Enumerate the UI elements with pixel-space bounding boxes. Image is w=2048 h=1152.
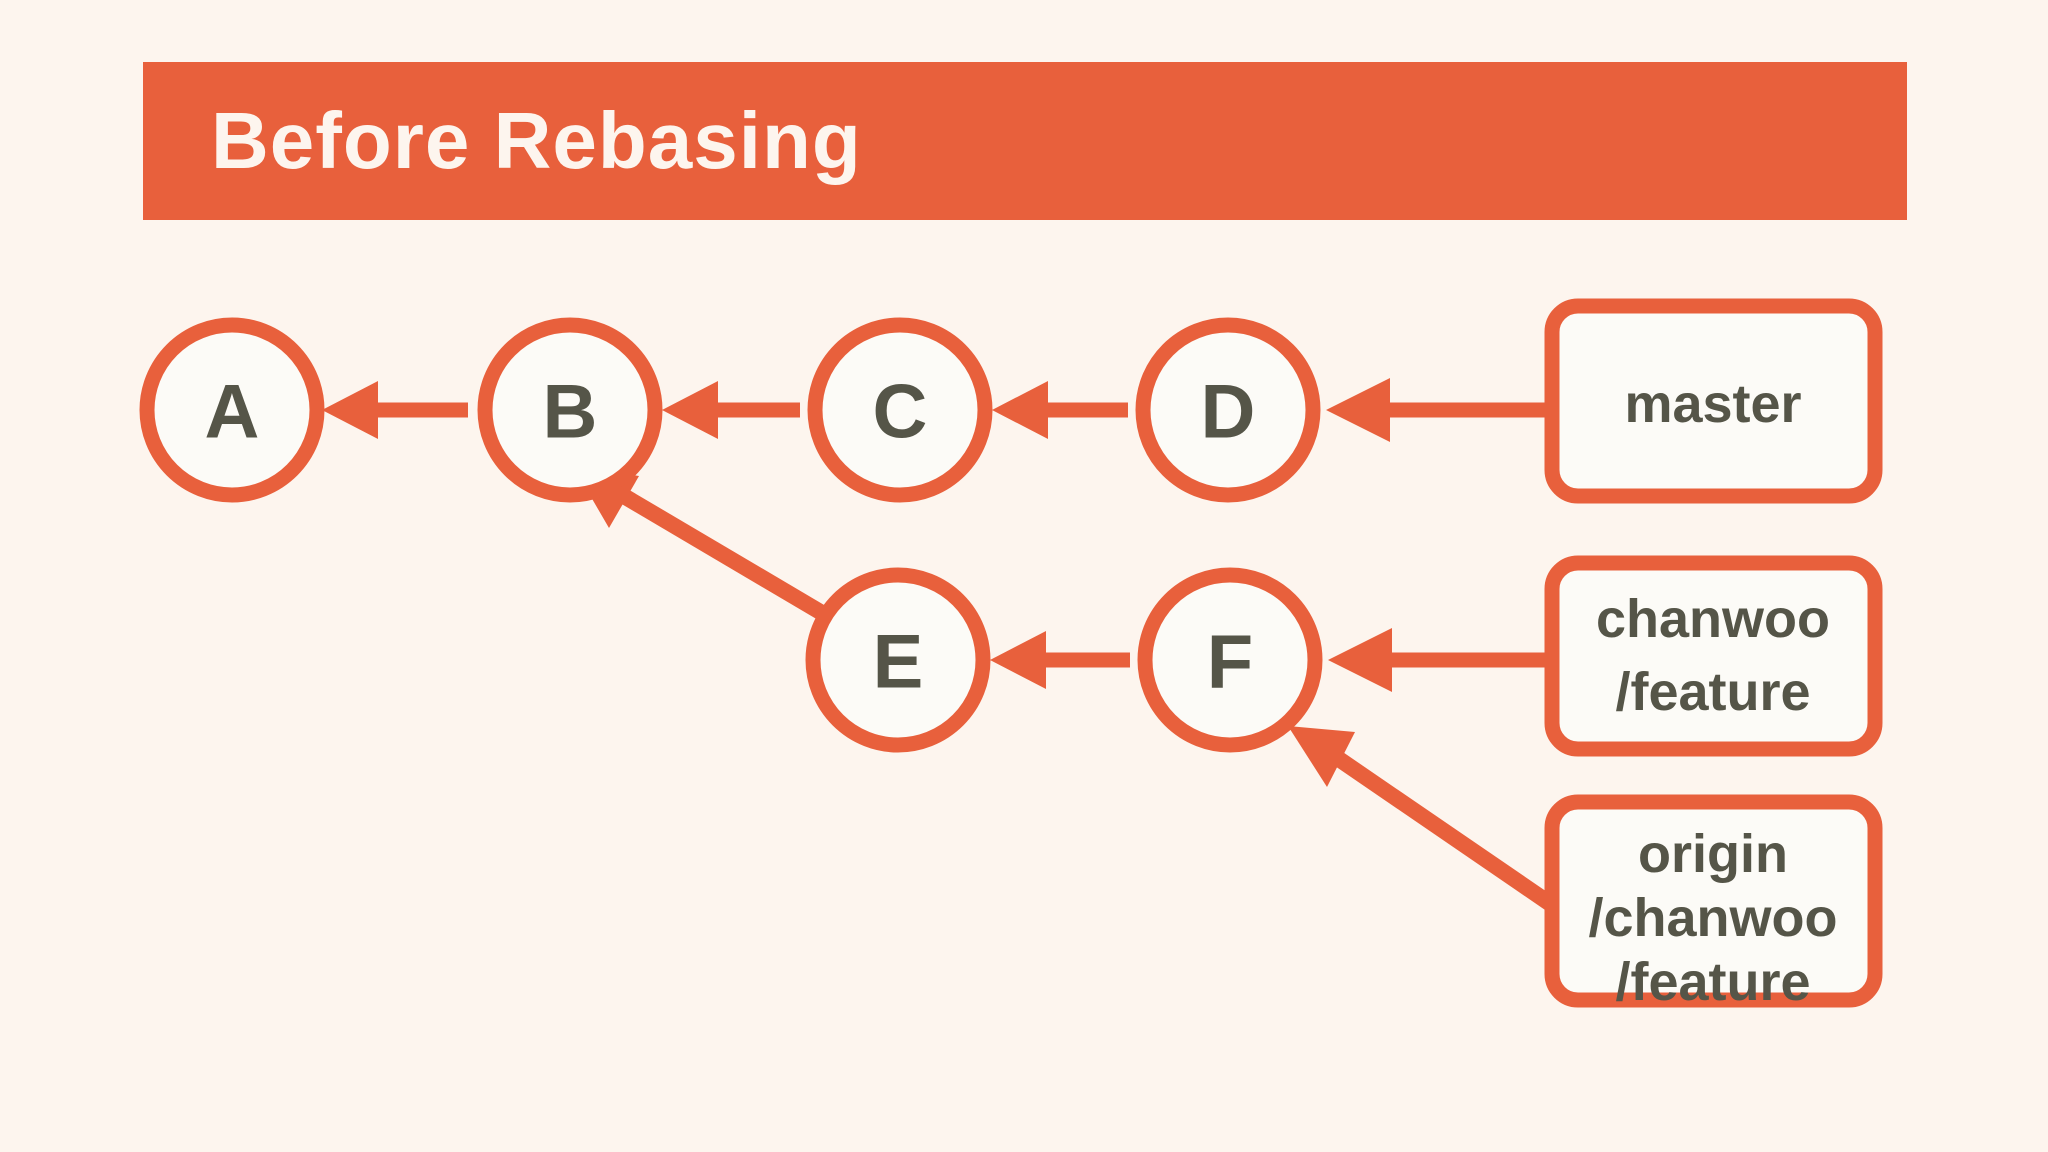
branch-boxes: master chanwoo /feature origin /chanwoo … [1544,298,1883,1012]
edge-B-to-A [322,381,468,439]
edge-D-to-C [992,381,1128,439]
branch-label-origin-chanwoo-feature-line-2: /chanwoo [1588,888,1837,948]
commit-node-F[interactable]: F [1137,567,1323,753]
commit-label-F: F [1207,620,1253,705]
branch-label-master-line-1: master [1624,374,1801,434]
page-title: Before Rebasing [211,96,862,185]
branch-box-chanwoo-feature[interactable]: chanwoo /feature [1544,555,1883,757]
commit-label-A: A [205,370,260,455]
edge-F-to-E [990,631,1130,689]
branch-label-chanwoo-feature-line-2: /feature [1615,662,1810,722]
commit-node-E[interactable]: E [805,567,991,753]
graph-edges [322,378,1557,912]
edge-C-to-B [662,381,800,439]
title-banner: Before Rebasing [143,62,1907,220]
commit-label-E: E [873,620,924,705]
commit-node-B[interactable]: B [477,317,663,503]
branch-box-origin-chanwoo-feature[interactable]: origin /chanwoo /feature [1544,794,1883,1012]
commit-node-C[interactable]: C [807,317,993,503]
branch-label-origin-chanwoo-feature-line-1: origin [1638,824,1788,884]
commit-node-A[interactable]: A [139,317,325,503]
commit-nodes: A B C D E F [139,317,1323,753]
commit-label-B: B [543,370,598,455]
edge-origin-chanwoo-feature-to-F [1288,726,1557,912]
commit-label-C: C [873,370,928,455]
edge-master-to-D [1326,378,1552,442]
branch-label-chanwoo-feature-line-1: chanwoo [1596,589,1830,649]
edge-chanwoo-feature-to-F [1328,628,1552,692]
commit-node-D[interactable]: D [1135,317,1321,503]
branch-box-master[interactable]: master [1544,298,1883,504]
commit-label-D: D [1201,370,1256,455]
branch-label-origin-chanwoo-feature-line-3: /feature [1615,952,1810,1012]
